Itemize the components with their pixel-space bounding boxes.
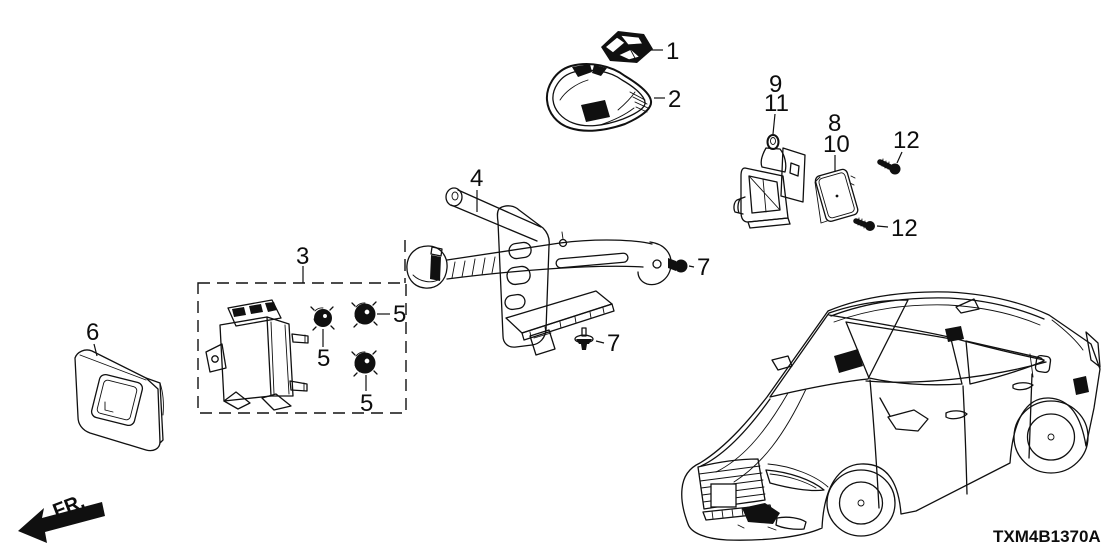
callout-12a: 12 — [893, 127, 920, 154]
fog-light — [775, 516, 807, 530]
license-plate — [710, 483, 737, 508]
rear-sensor-mark — [1073, 376, 1089, 395]
car-body-outline — [681, 291, 1101, 541]
front-door-window — [845, 321, 963, 386]
callout-8: 8 — [828, 110, 841, 137]
roof-sensor-mark — [945, 326, 964, 342]
callout-7b: 7 — [607, 330, 620, 357]
part-9-11-bracket — [733, 134, 806, 229]
rear-door-handle — [1012, 382, 1034, 391]
part-2-roof-console — [545, 63, 653, 132]
callout-5a: 5 — [317, 345, 330, 372]
windshield-camera-mark — [834, 349, 863, 373]
nut-5-left — [310, 306, 335, 331]
fuel-door — [1034, 354, 1052, 374]
part-8-10-module — [814, 168, 859, 224]
fr-direction-arrow: FR. — [18, 491, 105, 543]
callout-11: 11 — [764, 90, 789, 117]
screw-12-top — [877, 158, 901, 175]
leader-7a — [688, 265, 695, 268]
front-door-handle — [945, 410, 968, 420]
fastener-7-bottom — [574, 327, 594, 350]
callout-4: 4 — [470, 165, 483, 192]
callout-10: 10 — [823, 131, 850, 158]
part-4-bracket — [406, 187, 672, 356]
rear-door-window — [965, 340, 1045, 385]
taillight — [1085, 331, 1101, 368]
headlight — [765, 469, 825, 492]
radar-unit — [205, 299, 309, 411]
roof-antenna — [955, 298, 980, 314]
windshield — [769, 299, 909, 398]
callout-2: 2 — [668, 86, 681, 113]
callout-1: 1 — [666, 38, 679, 65]
callout-6: 6 — [86, 319, 99, 346]
callout-3: 3 — [296, 243, 309, 270]
callout-9: 9 — [769, 71, 782, 98]
callout-7a: 7 — [697, 254, 710, 281]
callout-5c: 5 — [360, 390, 373, 417]
part-1-camera-unit — [601, 31, 653, 63]
fastener-7-right — [668, 258, 688, 273]
far-side-mirror — [771, 355, 793, 371]
side-mirror — [879, 397, 929, 432]
dashed-box — [197, 282, 407, 414]
screw-12-bottom — [853, 217, 875, 231]
nut-5-bottom-right — [351, 350, 378, 377]
front-wheel — [826, 469, 896, 537]
part-3-radar-assembly-box — [197, 240, 407, 414]
rear-wheel — [1013, 400, 1089, 474]
part-6-cover — [74, 349, 164, 452]
leader-12b — [876, 225, 889, 228]
callout-5b: 5 — [393, 301, 406, 328]
leader-12a — [896, 151, 903, 164]
car-illustration — [681, 291, 1101, 541]
diagram-code: TXM4B1370A — [993, 527, 1101, 546]
leader-6 — [93, 343, 98, 357]
leader-9-11 — [772, 113, 776, 135]
front-radar-mark — [742, 503, 780, 524]
callout-12b: 12 — [891, 215, 918, 242]
nut-5-top-right — [351, 301, 378, 328]
leader-7b — [595, 340, 605, 344]
